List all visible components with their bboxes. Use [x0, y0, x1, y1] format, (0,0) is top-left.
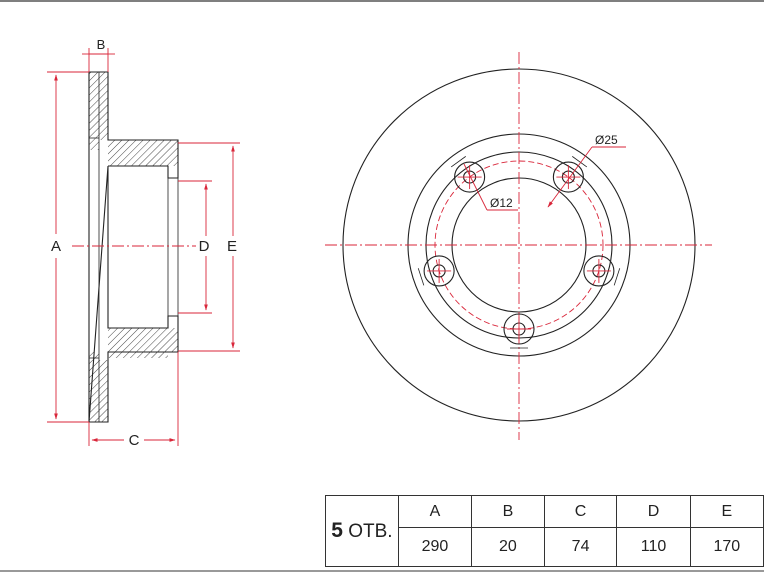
- header-e: E: [689, 495, 764, 528]
- dimension-e: E: [178, 142, 240, 352]
- header-a: A: [397, 495, 473, 528]
- dimension-a-label: A: [51, 238, 61, 255]
- header-c: C: [543, 495, 618, 528]
- header-b: B: [471, 495, 545, 528]
- dimension-e-label: E: [227, 238, 237, 255]
- holes-suffix: ОТВ.: [342, 521, 393, 542]
- callout-small-hole-label: Ø12: [490, 196, 513, 210]
- value-e: 170: [689, 527, 764, 567]
- holes-count-cell: 5 ОТВ.: [325, 495, 399, 567]
- front-view: [325, 52, 712, 440]
- bolt-hole: [583, 255, 621, 287]
- value-c: 74: [543, 527, 618, 567]
- value-a: 290: [397, 527, 473, 567]
- bolt-hole: [552, 156, 588, 193]
- bolt-hole: [503, 313, 535, 349]
- callout-small-hole: Ø12: [463, 163, 518, 211]
- bolt-hole: [450, 156, 486, 193]
- holes-count: 5: [331, 519, 343, 542]
- side-section-view: [72, 71, 196, 423]
- bolt-hole: [417, 255, 455, 287]
- callout-big-hole-label: Ø25: [595, 133, 618, 147]
- value-d: 110: [616, 527, 691, 567]
- dimension-a: A: [47, 71, 89, 423]
- dimension-d: D: [178, 180, 212, 314]
- dimension-d-label: D: [199, 238, 210, 255]
- callout-big-hole: Ø25: [547, 133, 626, 208]
- dimensions-table: 5 ОТВ. A B C D E 290 20 74 110 170: [325, 495, 764, 567]
- bolt-holes: [417, 156, 621, 349]
- dimension-b-label: B: [97, 37, 106, 52]
- dimension-c: C: [88, 352, 179, 449]
- dimension-c-label: C: [129, 432, 140, 449]
- dimension-b: B: [82, 37, 115, 72]
- header-d: D: [616, 495, 691, 528]
- value-b: 20: [471, 527, 545, 567]
